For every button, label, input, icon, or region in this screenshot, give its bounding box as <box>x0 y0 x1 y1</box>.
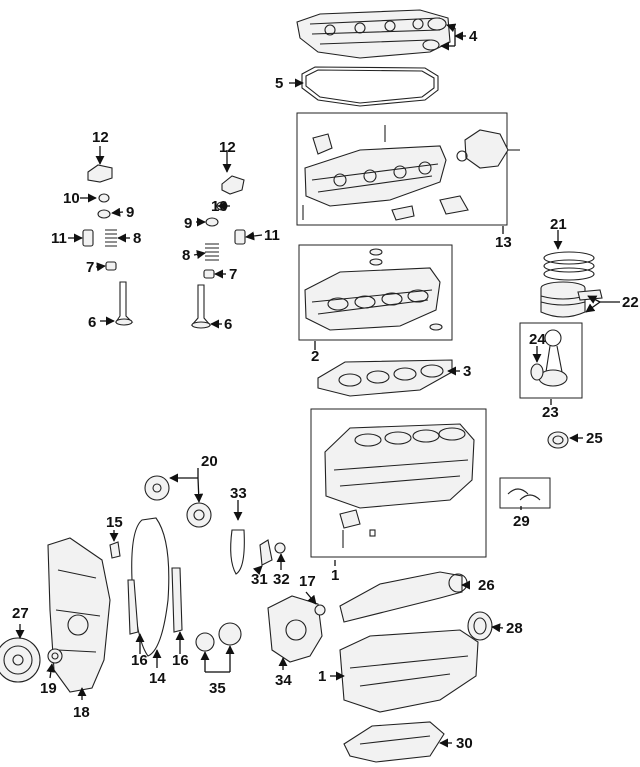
callout-9: 9 <box>184 215 192 232</box>
callout-30: 30 <box>456 735 473 752</box>
callout-16: 16 <box>131 652 148 669</box>
main-bearings <box>507 488 541 501</box>
crankshaft <box>339 571 468 623</box>
callout-6: 6 <box>88 314 96 331</box>
chain-tensioners <box>109 539 286 566</box>
callout-32: 32 <box>273 571 290 588</box>
cylinder-head-frame <box>298 244 453 341</box>
leader-lines <box>15 23 620 748</box>
callout-14: 14 <box>149 670 166 687</box>
connecting-rod <box>530 329 568 387</box>
callout-8: 8 <box>182 247 190 264</box>
timing-cover <box>47 537 111 693</box>
callout-5: 5 <box>275 75 283 92</box>
callout-33: 33 <box>230 485 247 502</box>
callout-35: 35 <box>209 680 226 697</box>
callout-12: 12 <box>219 139 236 156</box>
callout-26: 26 <box>478 577 495 594</box>
cylinder-head <box>304 248 443 331</box>
callout-15: 15 <box>106 514 123 531</box>
callout-10: 10 <box>63 190 80 207</box>
rod-bearing <box>547 431 569 449</box>
callout-34: 34 <box>275 672 292 689</box>
cylinder-head-gasket <box>317 359 453 397</box>
oil-filler-cap-and-seal <box>422 17 447 51</box>
valve-train-right <box>190 175 246 329</box>
callout-18: 18 <box>73 704 90 721</box>
cam-cap-and-bolts <box>302 125 415 221</box>
valve-cover <box>296 9 451 59</box>
cam-sprocket <box>144 475 170 501</box>
callout-7: 7 <box>229 266 237 283</box>
main-bearing-frame <box>499 477 551 509</box>
callout-31: 31 <box>251 571 268 588</box>
connecting-rod-frame <box>519 322 583 399</box>
callout-12: 12 <box>92 129 109 146</box>
camshaft-housing <box>304 145 447 207</box>
callout-27: 27 <box>12 605 29 622</box>
callout-8: 8 <box>133 230 141 247</box>
callout-labels: 4 5 12 12 10 9 11 8 7 6 10 9 11 8 7 6 13… <box>12 28 639 752</box>
piston <box>540 281 603 318</box>
callout-28: 28 <box>506 620 523 637</box>
callout-25: 25 <box>586 430 603 447</box>
callout-3: 3 <box>463 363 471 380</box>
callout-11: 11 <box>264 227 280 244</box>
rear-main-seal <box>467 611 493 641</box>
callout-16: 16 <box>172 652 189 669</box>
crankshaft-pulley <box>0 637 41 683</box>
camshaft-assembly-frame <box>296 112 508 226</box>
vvt-actuator <box>186 502 212 528</box>
callout-13: 13 <box>495 234 512 251</box>
piston-rings <box>543 251 595 281</box>
callout-1: 1 <box>318 668 326 685</box>
engine-block-frame <box>310 408 487 558</box>
callout-4: 4 <box>469 28 478 45</box>
callout-10: 10 <box>211 198 228 215</box>
callout-6: 6 <box>224 316 232 333</box>
callout-17: 17 <box>299 573 316 590</box>
callout-19: 19 <box>40 680 57 697</box>
callout-11: 11 <box>51 230 67 247</box>
valve-cover-gasket <box>301 66 439 107</box>
callout-23: 23 <box>542 404 559 421</box>
callout-9: 9 <box>126 204 134 221</box>
callout-29: 29 <box>513 513 530 530</box>
callout-24: 24 <box>529 331 546 348</box>
valve-train-left <box>82 164 134 326</box>
callout-22: 22 <box>622 294 639 311</box>
oil-pump <box>267 595 326 663</box>
high-pressure-pump <box>439 129 520 215</box>
engine-block <box>324 423 475 548</box>
oil-pump-sprockets <box>195 622 242 652</box>
callout-20: 20 <box>201 453 218 470</box>
callout-1: 1 <box>331 567 339 584</box>
upper-oil-pan <box>339 629 479 713</box>
chain-guides <box>127 567 183 635</box>
callout-2: 2 <box>311 348 319 365</box>
lower-oil-pan <box>343 721 445 763</box>
timing-chain <box>131 517 170 657</box>
callout-21: 21 <box>550 216 567 233</box>
oil-pump-chain <box>230 529 245 575</box>
callout-7: 7 <box>86 259 94 276</box>
front-crank-seal <box>47 648 63 664</box>
